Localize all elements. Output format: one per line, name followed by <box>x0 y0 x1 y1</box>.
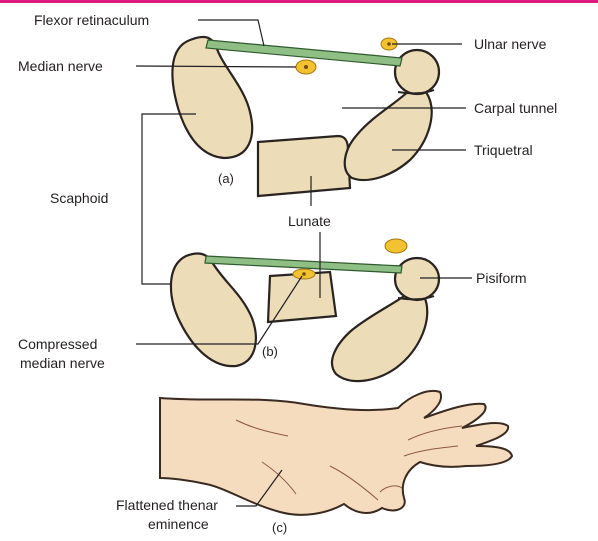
panel-label-c: (c) <box>272 520 287 535</box>
label-lunate: Lunate <box>288 213 331 229</box>
label-scaphoid: Scaphoid <box>50 190 108 206</box>
label-triquetral: Triquetral <box>474 142 533 158</box>
label-compressed-line1: Compressed <box>18 336 97 352</box>
ulnar-nerve-b <box>385 239 407 253</box>
panel-label-a: (a) <box>218 171 234 186</box>
scaphoid-bone-a <box>172 37 252 158</box>
label-pisiform: Pisiform <box>476 270 527 286</box>
lunate-bone-a <box>258 136 350 196</box>
panel-b: Pisiform Compressed median nerve (b) <box>18 232 527 381</box>
label-compressed-line2: median nerve <box>20 355 105 371</box>
pisiform-bone-a <box>395 50 439 94</box>
panel-c: Flattened thenar eminence (c) <box>116 391 512 535</box>
label-flexor-retinaculum: Flexor retinaculum <box>34 12 149 28</box>
panel-label-b: (b) <box>262 344 278 359</box>
label-flattened-line2: eminence <box>148 516 209 532</box>
triquetral-bone-b <box>332 292 427 381</box>
lunate-bone-b <box>268 272 336 322</box>
label-median-nerve: Median nerve <box>18 58 103 74</box>
leader-median-nerve <box>136 66 296 67</box>
scaphoid-bone-b <box>171 254 256 367</box>
scaphoid-bracket: Scaphoid <box>46 114 196 284</box>
label-flattened-line1: Flattened thenar <box>116 497 218 513</box>
panel-a: Flexor retinaculum Median nerve Ulnar ne… <box>18 12 557 206</box>
triquetral-bone-a <box>345 88 432 180</box>
label-carpal-tunnel: Carpal tunnel <box>474 100 557 116</box>
label-ulnar-nerve: Ulnar nerve <box>474 36 547 52</box>
pisiform-bone-b <box>395 258 439 300</box>
